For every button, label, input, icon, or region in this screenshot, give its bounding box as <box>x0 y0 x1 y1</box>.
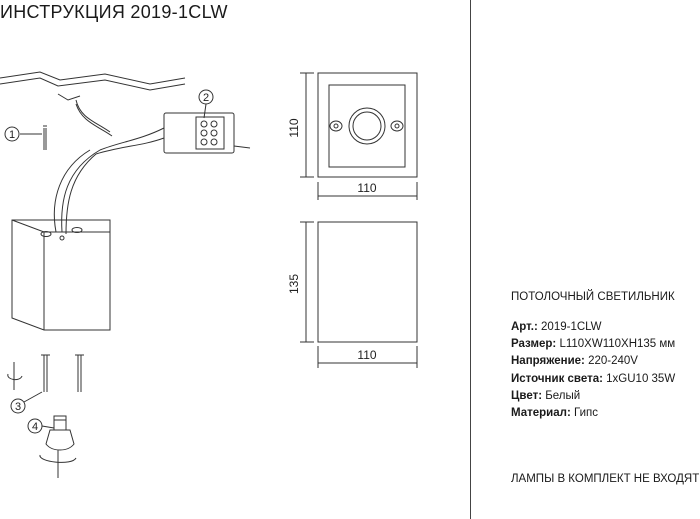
lamps-not-included-note: ЛАМПЫ В КОМПЛЕКТ НЕ ВХОДЯТ <box>511 473 700 485</box>
spec-row: Источник света: 1xGU10 35W <box>511 371 675 388</box>
spec-value: Гипс <box>573 407 598 420</box>
callout-1-label: 1 <box>9 129 15 141</box>
spec-label: Арт.: <box>511 321 538 333</box>
spec-row: Цвет: Белый <box>511 388 675 405</box>
callout-3-label: 3 <box>15 401 21 413</box>
spec-label: Напряжение: <box>511 355 585 368</box>
spec-row: Напряжение: 220-240V <box>511 353 675 370</box>
rotate-arrow <box>7 373 23 381</box>
supply-wire <box>75 99 111 133</box>
product-type: ПОТОЛОЧНЫЙ СВЕТИЛЬНИК <box>511 291 675 303</box>
spec-row: Материал: Гипс <box>511 405 675 422</box>
terminal-block <box>163 112 235 154</box>
side-width-dim: 110 <box>357 348 376 362</box>
spec-label: Цвет: <box>511 389 543 402</box>
top-height-dim: 110 <box>287 118 301 137</box>
spec-label: Размер: <box>511 338 557 351</box>
fixture-body <box>11 219 111 331</box>
spec-value: 2019-1CLW <box>541 321 602 333</box>
side-view-outline <box>317 221 418 343</box>
ceiling-mount <box>57 93 81 101</box>
vertical-divider <box>470 0 471 519</box>
side-height-dim: 135 <box>287 274 301 294</box>
document-title: ИНСТРУКЦИЯ 2019-1CLW <box>0 2 228 22</box>
callout-1 <box>4 126 20 142</box>
spec-value: 1xGU10 35W <box>606 372 676 385</box>
ceiling-outline <box>0 71 186 91</box>
top-width-dim: 110 <box>357 181 376 195</box>
spec-value: L110XW110XH135 мм <box>559 338 676 351</box>
spec-row: Размер: L110XW110XH135 мм <box>511 336 675 353</box>
spec-value: Белый <box>545 389 581 402</box>
callout-2 <box>198 89 214 105</box>
spec-label: Источник света: <box>511 372 603 385</box>
top-view-outline <box>317 72 418 178</box>
spec-label: Материал: <box>511 407 571 420</box>
callout-4 <box>27 418 43 434</box>
callout-4-label: 4 <box>32 421 38 433</box>
spec-row: Арт.: 2019-1CLW <box>511 319 675 336</box>
lamp-gu10 <box>45 429 75 451</box>
callout-3 <box>10 398 26 414</box>
spec-list: Арт.: 2019-1CLW Размер: L110XW110XH135 м… <box>511 319 675 422</box>
callout-2-label: 2 <box>203 92 209 104</box>
spec-value: 220-240V <box>588 355 638 368</box>
internal-wiring <box>99 127 165 151</box>
